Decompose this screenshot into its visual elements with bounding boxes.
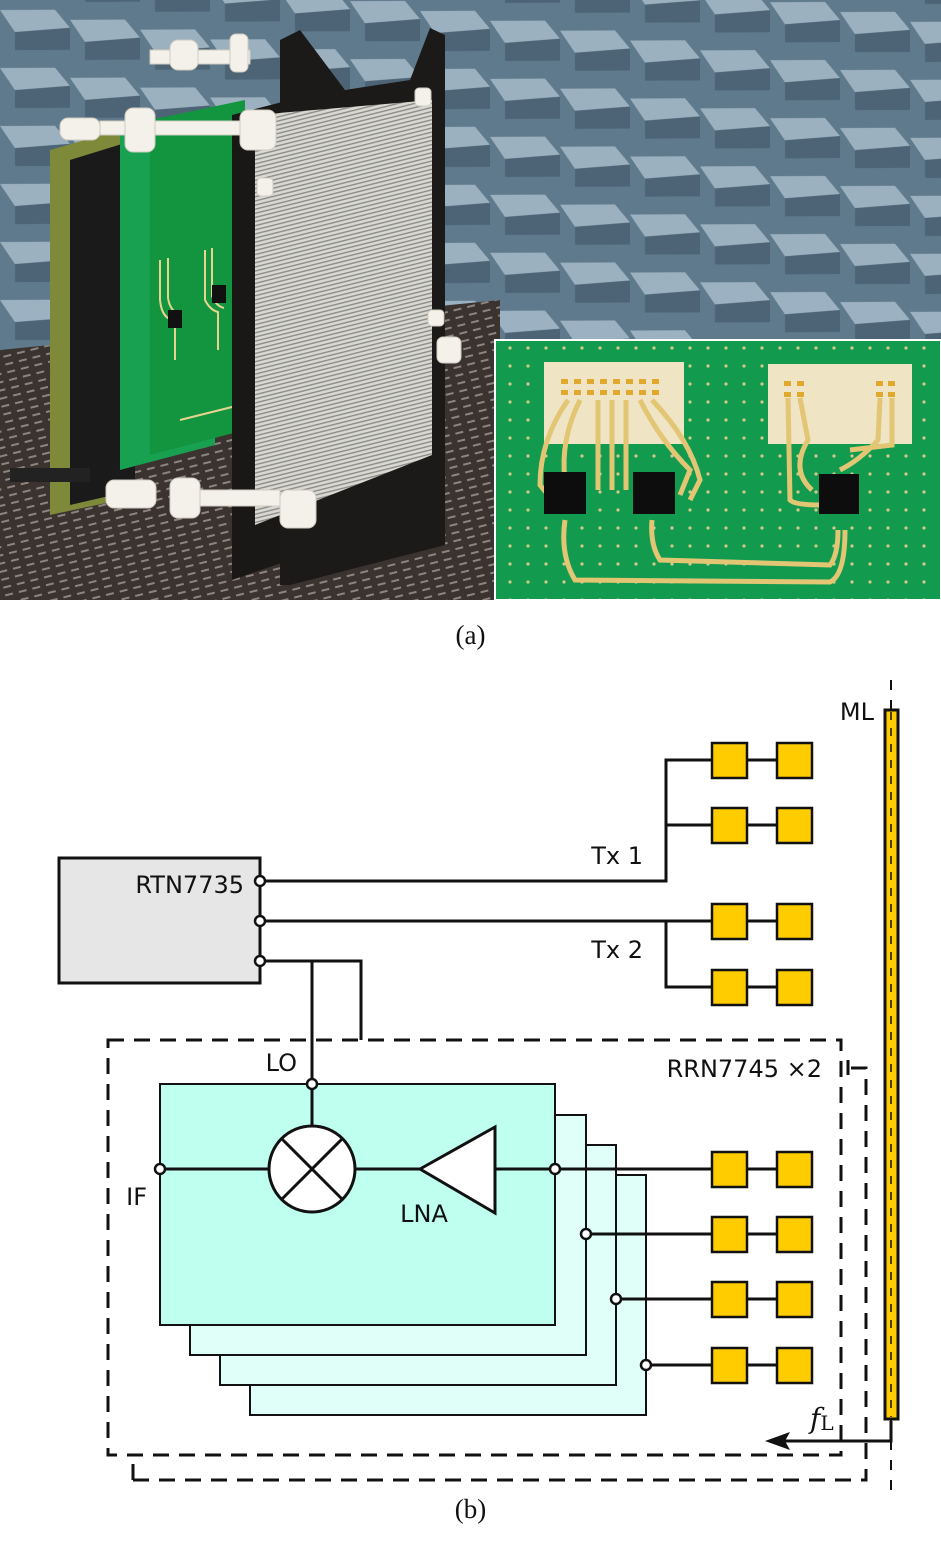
inset-tx-chip — [819, 474, 859, 514]
antenna-patch-array — [710, 741, 814, 1385]
rrn7745-chip-outline — [106, 1038, 843, 1457]
photo-panel-a — [0, 0, 941, 600]
pcb-chip — [168, 310, 182, 328]
mixer-icon — [267, 1124, 357, 1214]
fl-label-subscript: L — [820, 1411, 833, 1435]
tx-antenna-patch — [775, 902, 814, 941]
tx2-label: Tx 2 — [590, 936, 643, 964]
rx3-port — [609, 1292, 623, 1306]
antenna-pcb-front — [150, 100, 245, 455]
rx-antenna-patch — [775, 1346, 814, 1385]
tx-antenna-patch — [775, 968, 814, 1007]
tx2-port — [253, 914, 267, 928]
lna-amplifier-icon — [416, 1124, 497, 1216]
tx-antenna-patch — [710, 968, 749, 1007]
pcb-inset — [494, 339, 941, 600]
tx1-port — [253, 874, 267, 888]
tx-antenna-patch — [775, 806, 814, 845]
tx-antenna-patch — [775, 741, 814, 780]
rx-antenna-patch — [775, 1280, 814, 1319]
port-nodes — [153, 874, 653, 1372]
if-label: IF — [126, 1183, 147, 1211]
inset-feed-lines — [537, 397, 895, 585]
pcb-chip — [212, 285, 226, 303]
back-pcb-frame — [70, 140, 135, 505]
block-diagram-panel-b: RTN7735 Tx 1 Tx 2 — [0, 670, 941, 1500]
nylon-bolts — [59, 33, 462, 529]
tx1-label: Tx 1 — [590, 842, 643, 870]
rx2-port — [579, 1227, 593, 1241]
rx1-port — [548, 1162, 562, 1176]
inset-tx-antenna-area — [768, 364, 912, 444]
rrn7745-label: RRN7745 ×2 — [667, 1055, 822, 1083]
inset-rx-chip-1 — [544, 472, 586, 514]
if-port — [153, 1162, 167, 1176]
inset-rx-chip-2 — [633, 472, 675, 514]
rx-antenna-patch — [775, 1215, 814, 1254]
rx-antenna-patch — [710, 1150, 749, 1189]
rx-feed-lines — [160, 1084, 712, 1367]
caption-b: (b) — [454, 1494, 487, 1524]
inset-antenna-patches — [561, 379, 895, 397]
rx-antenna-patch — [710, 1215, 749, 1254]
radar-module-photo — [0, 0, 941, 600]
tx-antenna-patch — [710, 806, 749, 845]
rtn7735-chip — [57, 856, 262, 985]
lo-out-port — [253, 954, 267, 968]
connector-cable — [10, 468, 90, 482]
tx-antenna-patch — [710, 902, 749, 941]
focal-length-arrow — [785, 1421, 893, 1443]
arrowhead-icon — [765, 1432, 790, 1450]
ml-label: ML — [840, 698, 875, 726]
lna-label: LNA — [400, 1200, 448, 1228]
lo-label: LO — [266, 1049, 297, 1077]
block-diagram: RTN7735 Tx 1 Tx 2 — [57, 680, 900, 1500]
rx-antenna-patch — [710, 1346, 749, 1385]
rrn-second-chip-outline — [133, 1066, 868, 1482]
rtn7735-label: RTN7735 — [135, 871, 244, 899]
lo-in-port — [305, 1077, 319, 1091]
fl-label: fL — [808, 1402, 834, 1435]
metal-plate-lens — [255, 100, 432, 525]
tx-feed-lines — [260, 758, 712, 1084]
caption-a: (a) — [455, 620, 486, 650]
tx-antenna-patch — [710, 741, 749, 780]
rx4-port — [639, 1358, 653, 1372]
rx-antenna-patch — [775, 1150, 814, 1189]
rx-antenna-patch — [710, 1280, 749, 1319]
